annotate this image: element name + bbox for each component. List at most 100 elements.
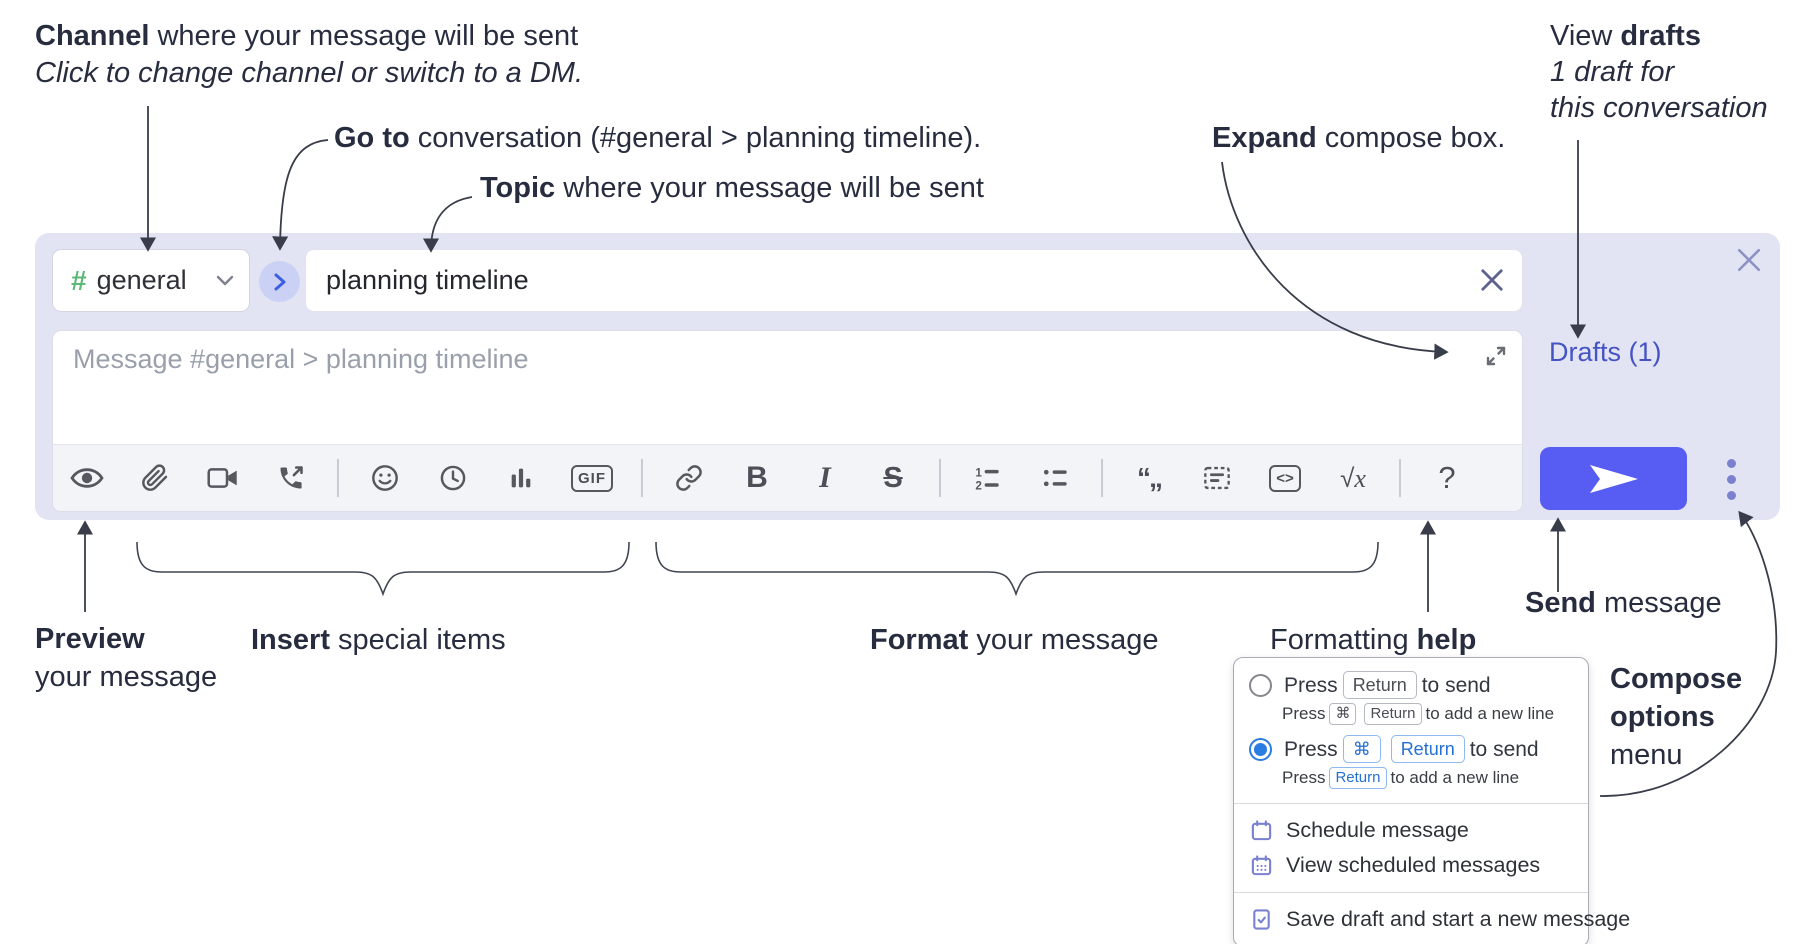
toolbar-divider — [1399, 459, 1401, 497]
toolbar-divider — [337, 459, 339, 497]
topic-field — [305, 249, 1523, 312]
toolbar-divider — [1101, 459, 1103, 497]
toolbar-divider — [641, 459, 643, 497]
spoiler-button[interactable] — [1195, 455, 1239, 501]
annotation-view-drafts: View drafts 1 draft for this conversatio… — [1550, 20, 1768, 124]
add-gif-button[interactable]: GIF — [567, 455, 617, 501]
strikethrough-icon: S — [883, 461, 903, 494]
video-camera-icon — [207, 468, 237, 488]
compose-box: # general — [35, 233, 1780, 520]
calendar-grid-icon — [1251, 855, 1272, 876]
annotation-preview: Preview your message — [35, 623, 218, 693]
bulleted-list-icon — [1043, 469, 1067, 487]
channel-select-button[interactable]: # general — [52, 249, 250, 312]
start-audio-call-button[interactable] — [269, 455, 313, 501]
chevron-down-icon — [216, 275, 234, 286]
arrow-goto — [272, 139, 329, 251]
compose-toolbar: GIF B I S — [53, 444, 1522, 511]
strikethrough-button[interactable]: S — [871, 455, 915, 501]
kbd-return: Return — [1390, 735, 1465, 763]
clear-icon — [1481, 269, 1503, 291]
chevron-right-icon — [274, 273, 285, 290]
go-to-conversation-button[interactable] — [259, 261, 300, 302]
paper-plane-icon — [1589, 464, 1638, 493]
recipient-row: # general — [52, 249, 250, 312]
quote-button[interactable]: “„ — [1127, 455, 1171, 501]
annotation-format: Format your message — [870, 624, 1159, 656]
calendar-icon — [1251, 820, 1272, 841]
toolbar-divider — [939, 459, 941, 497]
emoji-button[interactable] — [363, 455, 407, 501]
menu-item-schedule-message[interactable]: Schedule message — [1249, 813, 1573, 848]
menu-divider — [1234, 803, 1588, 804]
bar-chart-icon — [511, 468, 531, 488]
message-formatting-help-button[interactable]: ? — [1425, 455, 1469, 501]
eye-icon — [70, 468, 104, 488]
annotation-topic: Topic where your message will be sent — [480, 172, 984, 204]
add-global-time-button[interactable] — [431, 455, 475, 501]
link-icon — [676, 465, 702, 491]
numbered-list-icon: 1 2 — [975, 466, 999, 492]
italic-icon: I — [819, 461, 831, 494]
channel-hash-icon: # — [71, 264, 87, 296]
drafts-link[interactable]: Drafts (1) — [1549, 337, 1662, 367]
kbd-return: Return — [1364, 703, 1422, 725]
add-poll-button[interactable] — [499, 455, 543, 501]
annotation-channel: Channel where your message will be sent … — [35, 20, 584, 89]
start-video-call-button[interactable] — [201, 455, 245, 501]
send-button[interactable] — [1540, 447, 1687, 510]
bold-button[interactable]: B — [735, 455, 779, 501]
brace-insert — [136, 541, 630, 597]
annotation-expand: Expand compose box. — [1212, 122, 1506, 154]
annotation-send: Send message — [1525, 587, 1722, 619]
gif-icon: GIF — [571, 464, 613, 492]
svg-text:2: 2 — [975, 480, 982, 492]
insert-link-button[interactable] — [667, 455, 711, 501]
draft-section: Save draft and start a new message — [1234, 893, 1630, 944]
bulleted-list-button[interactable] — [1033, 455, 1077, 501]
schedule-section: Schedule message View scheduled messages — [1234, 804, 1588, 892]
code-icon: <> — [1269, 464, 1301, 492]
menu-item-save-draft[interactable]: Save draft and start a new message — [1249, 902, 1630, 937]
compose-options-button[interactable] — [1711, 451, 1751, 507]
kbd-return: Return — [1342, 671, 1417, 699]
menu-divider — [1234, 892, 1588, 893]
numbered-list-button[interactable]: 1 2 — [965, 455, 1009, 501]
paperclip-icon — [142, 464, 168, 491]
clock-icon — [440, 465, 466, 491]
radio-unselected-icon[interactable] — [1249, 674, 1272, 697]
close-compose-button[interactable] — [1734, 245, 1764, 275]
preview-message-button[interactable] — [65, 455, 109, 501]
phone-call-icon — [280, 466, 303, 489]
quote-icon: “„ — [1137, 462, 1163, 493]
italic-button[interactable]: I — [803, 455, 847, 501]
topic-input[interactable] — [305, 249, 1523, 312]
annotation-compose-options: Compose options menu — [1610, 663, 1743, 771]
menu-item-view-scheduled-messages[interactable]: View scheduled messages — [1249, 848, 1573, 883]
question-mark-icon: ? — [1438, 460, 1456, 495]
attach-file-button[interactable] — [133, 455, 177, 501]
svg-text:1: 1 — [975, 466, 982, 479]
math-button[interactable]: √x — [1331, 455, 1375, 501]
expand-compose-button[interactable] — [1482, 342, 1510, 370]
message-input[interactable] — [53, 331, 1522, 444]
kbd-cmd: ⌘ — [1329, 703, 1357, 725]
bold-icon: B — [746, 461, 768, 494]
code-button[interactable]: <> — [1263, 455, 1307, 501]
kbd-return: Return — [1329, 767, 1387, 789]
radio-selected-icon[interactable] — [1249, 738, 1272, 761]
kbd-cmd: ⌘ — [1342, 735, 1381, 763]
annotation-goto: Go to conversation (#general > planning … — [334, 122, 982, 154]
annotation-insert: Insert special items — [251, 624, 506, 656]
ellipsis-icon — [1726, 458, 1736, 468]
close-icon — [1737, 248, 1761, 272]
brace-format — [655, 541, 1379, 597]
document-check-icon — [1253, 909, 1270, 930]
clear-topic-button[interactable] — [1477, 265, 1507, 295]
